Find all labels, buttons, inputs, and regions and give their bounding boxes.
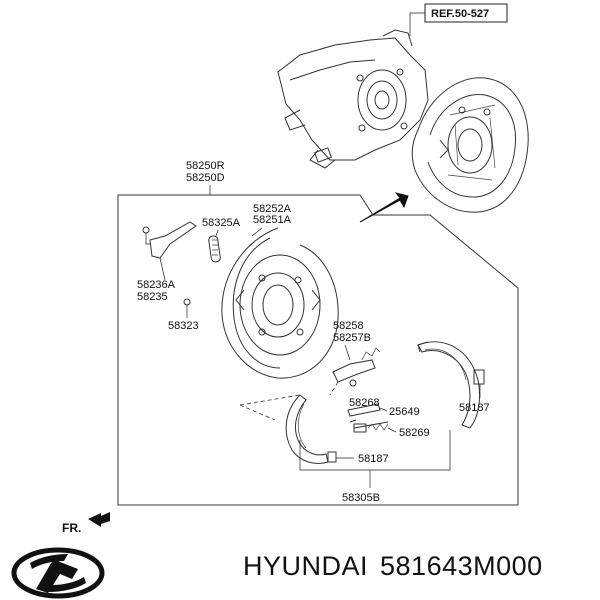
parking-lever — [332, 344, 381, 387]
direction-label: FR. — [62, 521, 81, 535]
adjuster-lever — [142, 221, 197, 281]
label-adjuster-b: 58235 — [137, 291, 168, 303]
pin-part — [183, 298, 191, 318]
label-adjuster-screw: 58269 — [399, 427, 430, 439]
front-direction-indicator: FR. — [62, 512, 110, 535]
left-brake-shoe — [285, 394, 354, 464]
label-adjuster-a: 58236A — [137, 279, 176, 291]
label-clip-right: 58187 — [459, 402, 490, 414]
kit-dashed-lines — [239, 381, 339, 421]
label-backing-plate: 58250R — [186, 160, 225, 172]
backing-plate — [221, 227, 339, 379]
label-strut: 58268 — [349, 397, 380, 409]
shoe-kit-bracket — [299, 430, 451, 488]
strut-spring-adjuster — [347, 403, 397, 433]
hyundai-logo — [11, 547, 105, 599]
label-clip-lower: 58187 — [358, 453, 389, 465]
label-backing-plate-alt: 58250D — [186, 172, 225, 184]
assembly-arrow — [359, 192, 409, 223]
kit-boundary — [117, 194, 519, 506]
right-brake-shoe — [417, 341, 485, 429]
label-dust-shield-b: 58251A — [253, 214, 292, 226]
part-number: 581643M000 — [380, 551, 543, 581]
label-lever-b: 58257B — [333, 332, 371, 344]
spring-part — [208, 229, 221, 263]
label-spring-a: 58325A — [202, 217, 241, 229]
label-lever-a: 58258 — [333, 320, 364, 332]
label-spring-b: 25649 — [389, 406, 420, 418]
direction-arrow-icon — [88, 512, 110, 527]
label-shoe-kit: 58305B — [342, 492, 380, 504]
label-pin: 58323 — [168, 320, 199, 332]
reference-tag: REF.50-527 — [409, 3, 508, 36]
reference-label: REF.50-527 — [431, 8, 489, 20]
footer-caption: HYUNDAI 581643M000 — [243, 551, 555, 582]
brand-name: HYUNDAI — [243, 551, 369, 581]
steering-knuckle — [277, 29, 429, 169]
label-dust-shield-a: 58252A — [253, 203, 292, 215]
brake-assembly-view — [411, 77, 529, 213]
